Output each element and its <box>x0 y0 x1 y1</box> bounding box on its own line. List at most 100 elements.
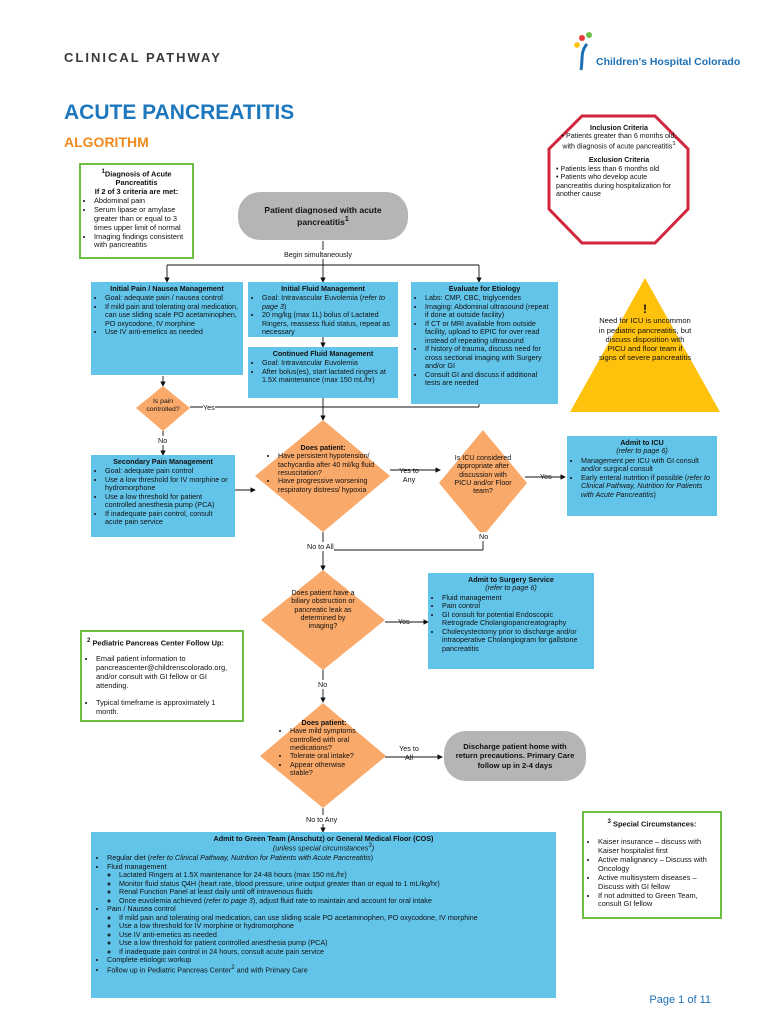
no-to-all-label: No to All <box>307 542 334 551</box>
no-label: No <box>158 436 168 445</box>
list-item: Active malignancy – Discuss with Oncolog… <box>598 855 715 874</box>
start-node: Patient diagnosed with acute pancreatiti… <box>238 192 408 240</box>
text: ) <box>370 853 374 863</box>
box-title: Secondary Pain Management <box>113 457 213 466</box>
list-item: Use a low threshold for patient controll… <box>105 492 231 510</box>
diagnosis-list: Abdominal pain Serum lipase or amylase g… <box>85 196 188 250</box>
list-item: Regular diet (refer to Clinical Pathway,… <box>107 854 550 862</box>
etiology-box: Evaluate for Etiology Labs: CMP, CBC, tr… <box>411 282 558 404</box>
list-item: Serum lipase or amylase greater than or … <box>94 205 188 233</box>
admit-surgery-box: Admit to Surgery Service (refer to page … <box>428 573 594 669</box>
list-item: Goal: adequate pain / nausea control <box>105 293 239 302</box>
exclusion-title: Exclusion Criteria <box>588 156 650 165</box>
exclusion-item: Patients less than 6 months old <box>560 164 660 173</box>
footnote-marker: 3 <box>607 818 611 825</box>
footnote-marker: 1 <box>101 168 105 175</box>
box-title: Evaluate for Etiology <box>448 284 521 293</box>
logo-text: Children's Hospital Colorado <box>596 56 741 68</box>
list-item: If not admitted to Green Team, consult G… <box>598 891 715 910</box>
box-title: Initial Pain / Nausea Management <box>110 284 224 293</box>
admit-icu-box: Admit to ICU (refer to page 6) Managemen… <box>567 436 717 516</box>
list-item: Goal: adequate pain control <box>105 466 231 475</box>
box-title: Admit to Surgery Service <box>468 575 554 584</box>
pain-controlled-text: Is pain controlled? <box>146 398 180 414</box>
list-item: Management per ICU with GI consult and/o… <box>581 456 713 474</box>
box-title: Continued Fluid Management <box>272 349 374 358</box>
list-item: Labs: CMP, CBC, triglycerides <box>425 293 554 302</box>
text: Early enteral nutrition if possible ( <box>581 472 688 482</box>
inclusion-item: Patients greater than 6 months old, with… <box>562 132 677 151</box>
page-subtitle: ALGORITHM <box>64 134 149 150</box>
warning-text: Need for ICU is uncommon in pediatric pa… <box>598 316 692 362</box>
footnote-marker: 1 <box>344 215 349 224</box>
begin-simultaneously-label: Begin simultaneously <box>284 250 352 259</box>
yes-to-any-label: Yes to Any <box>399 466 419 484</box>
box-title: Initial Fluid Management <box>281 284 365 293</box>
initial-pain-box: Initial Pain / Nausea Management Goal: a… <box>91 282 243 375</box>
discharge-text: Discharge patient home with return preca… <box>455 742 575 770</box>
box-title: Admit to ICU <box>620 438 664 447</box>
no-label: No <box>318 680 328 689</box>
text: Follow up in Pediatric Pancreas Center <box>107 965 232 975</box>
continued-fluid-box: Continued Fluid Management Goal: Intrava… <box>248 347 398 398</box>
list-item: If mild pain and tolerating oral medicat… <box>119 913 550 922</box>
no-label: No <box>479 532 489 541</box>
yes-label: Yes <box>540 472 552 481</box>
page-ref: (refer to page 6) <box>485 583 537 593</box>
initial-fluid-box: Initial Fluid Management Goal: Intravasc… <box>248 282 398 337</box>
list-item: Abdominal pain <box>94 196 188 206</box>
mild-diamond: Does patient: Have mild symptoms control… <box>282 719 366 778</box>
list-item: Once euvolemia achieved (refer to page 3… <box>119 895 550 905</box>
page-ref: refer to page 3 <box>206 895 253 905</box>
list-item: Use IV anti-emetics as needed <box>119 930 550 939</box>
icu-decision-text: Is ICU considered appropriate after disc… <box>454 454 512 496</box>
list-item: Lactated Ringers at 1.5X maintenance for… <box>119 870 550 879</box>
list-item: If inadequate pain control, consult acut… <box>105 509 231 527</box>
footnote-marker: 3 <box>368 843 372 850</box>
list-item: Pain / Nausea control If mild pain and t… <box>107 905 550 956</box>
list-item: Have mild symptoms controlled with oral … <box>290 727 366 752</box>
footnote-marker: 2 <box>87 637 91 644</box>
list-item: Use a low threshold for IV morphine or h… <box>105 475 231 493</box>
list-item: 20 mg/kg (max 1L) bolus of Lactated Ring… <box>262 311 394 337</box>
list-item: Fluid management Lactated Ringers at 1.5… <box>107 862 550 905</box>
yes-to-all-label: Yes to All <box>399 744 419 762</box>
logo-icon <box>574 32 592 71</box>
page-ref: (refer to page 6) <box>616 446 668 456</box>
list-item: Consult GI and discuss if additional tes… <box>425 370 554 388</box>
box-title: Admit to Green Team (Anschutz) or Genera… <box>213 834 434 843</box>
text: Goal: Intravascular Euvolemia ( <box>262 293 363 303</box>
list-item: Email patient information to pancreascen… <box>96 654 237 691</box>
list-item: Complete etiologic workup <box>107 955 550 964</box>
list-item: If mild pain and tolerating oral medicat… <box>105 302 239 328</box>
list-item: Early enteral nutrition if possible (ref… <box>581 472 713 499</box>
discharge-node: Discharge patient home with return preca… <box>444 731 586 781</box>
page-title: ACUTE PANCREATITIS <box>64 101 295 124</box>
pancreas-followup-box: 2 Pediatric Pancreas Center Follow Up: E… <box>80 630 244 722</box>
unless-text: unless special circumstances <box>275 843 369 853</box>
list-item: Typical timeframe is approximately 1 mon… <box>96 698 237 717</box>
list-item: Active multisystem diseases – Discuss wi… <box>598 873 715 892</box>
page-ref: refer to page 3 <box>262 293 386 311</box>
text: and with Primary Care <box>234 965 308 975</box>
list-item: After bolus(es), start lactated ringers … <box>262 367 394 385</box>
list-item: GI consult for potential Endoscopic Retr… <box>442 610 590 628</box>
list-item: Renal Function Panel at least daily unti… <box>119 887 550 896</box>
pathway-ref: refer to Clinical Pathway, Nutrition for… <box>581 472 711 499</box>
criteria-octagon: Inclusion Criteria • Patients greater th… <box>556 124 682 198</box>
list-item: Kaiser insurance – discuss with Kaiser h… <box>598 837 715 856</box>
box-title: Special Circumstances: <box>613 819 697 829</box>
list-item: Appear otherwise stable? <box>290 761 366 778</box>
list-item: If CT or MRI available from outside faci… <box>425 319 554 345</box>
list-item: Follow up in Pediatric Pancreas Center2 … <box>107 965 550 975</box>
inclusion-title: Inclusion Criteria <box>590 124 648 132</box>
list-item: Have progressive worsening respiratory d… <box>278 477 376 494</box>
list-item: Tolerate oral intake? <box>290 752 366 760</box>
yes-label: Yes <box>398 617 410 626</box>
footnote-marker: 2 <box>231 964 235 971</box>
diagnosis-title: Diagnosis of Acute Pancreatitis <box>104 169 172 188</box>
diamond-title: Does patient: <box>300 444 346 452</box>
warning-icon: ! <box>643 302 647 316</box>
list-item: Cholecystectomy prior to discharge and/o… <box>442 627 590 653</box>
